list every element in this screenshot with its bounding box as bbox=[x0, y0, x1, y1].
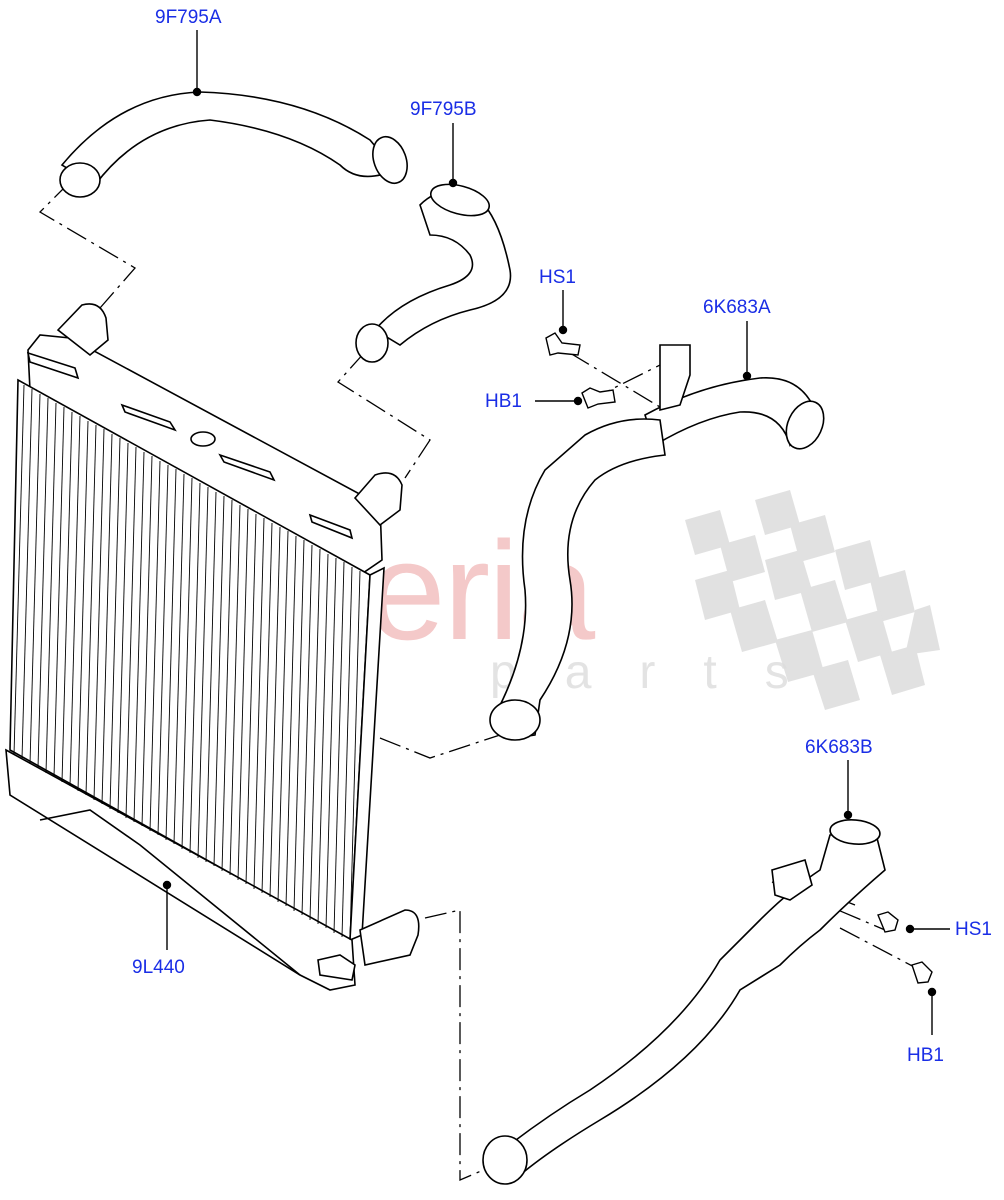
intercooler-fins bbox=[13, 384, 361, 941]
checkered-flag-icon bbox=[685, 490, 940, 710]
callout-HS1-top[interactable]: HS1 bbox=[539, 267, 576, 288]
callout-9F795B[interactable]: 9F795B bbox=[410, 99, 477, 120]
callout-HB1-top[interactable]: HB1 bbox=[485, 391, 522, 412]
bolts bbox=[545, 332, 933, 984]
callout-6K683A[interactable]: 6K683A bbox=[703, 297, 771, 318]
hose-9F795A[interactable] bbox=[59, 91, 413, 198]
callout-HB1-bottom[interactable]: HB1 bbox=[907, 1045, 944, 1066]
callout-6K683B[interactable]: 6K683B bbox=[805, 737, 873, 758]
pipe-6K683A[interactable] bbox=[489, 344, 831, 741]
callout-HS1-bottom[interactable]: HS1 bbox=[955, 919, 992, 940]
callout-9L440[interactable]: 9L440 bbox=[132, 957, 185, 978]
callout-9F795A[interactable]: 9F795A bbox=[155, 7, 222, 28]
hose-9F795B[interactable] bbox=[355, 179, 512, 363]
intercooler-9L440[interactable] bbox=[5, 303, 420, 991]
pipe-6K683B[interactable] bbox=[482, 818, 886, 1185]
leader-lines bbox=[162, 30, 950, 1035]
